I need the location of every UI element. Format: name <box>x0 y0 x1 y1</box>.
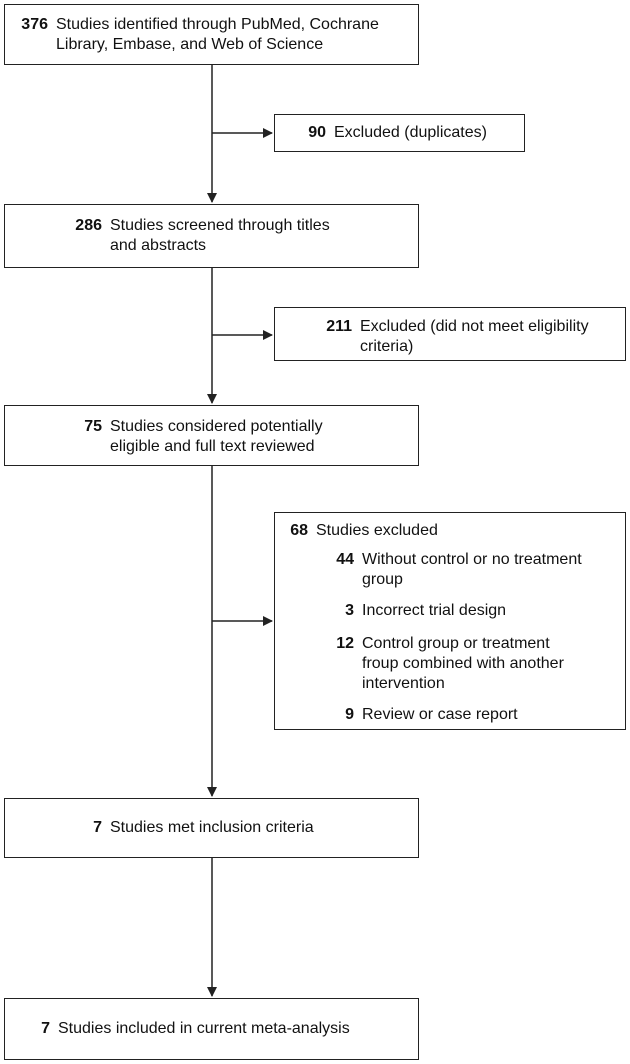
not-eligible-entry: 211 Excluded (did not meet eligibility c… <box>280 317 589 357</box>
reason-text-line1: Without control or no treatment <box>362 551 582 568</box>
excluded-reason: 44 Without control or no treatment group <box>280 550 582 590</box>
reason-text-line1: Review or case report <box>362 706 518 723</box>
full-text-text-line1: Studies considered potentially <box>110 418 323 435</box>
included-count: 7 <box>41 1020 50 1037</box>
reason-text-line3: intervention <box>362 675 445 692</box>
screened-entry: 286 Studies screened through titles and … <box>12 216 330 256</box>
full-text-entry: 75 Studies considered potentially eligib… <box>12 417 323 457</box>
reason-count: 12 <box>336 635 354 652</box>
excluded-count: 68 <box>290 522 308 539</box>
identified-count: 376 <box>21 16 48 33</box>
duplicates-box <box>274 114 525 152</box>
duplicates-entry: 90 Excluded (duplicates) <box>280 123 487 143</box>
not-eligible-text-line2: criteria) <box>360 338 414 355</box>
reason-text-line2: group <box>362 571 403 588</box>
met-criteria-text: Studies met inclusion criteria <box>110 819 314 836</box>
reason-count: 44 <box>336 551 354 568</box>
excluded-reason: 3 Incorrect trial design <box>280 601 506 621</box>
screened-text-line1: Studies screened through titles <box>110 217 330 234</box>
screened-box <box>4 204 419 268</box>
reason-text-line2: froup combined with another <box>362 655 564 672</box>
full-text-text-line2: eligible and full text reviewed <box>110 438 315 455</box>
duplicates-count: 90 <box>308 124 326 141</box>
full-text-count: 75 <box>84 418 102 435</box>
excluded-text: Studies excluded <box>316 522 438 539</box>
reason-count: 3 <box>345 602 354 619</box>
excluded-reason: 9 Review or case report <box>280 705 518 725</box>
excluded-header: 68 Studies excluded <box>280 521 438 541</box>
reason-count: 9 <box>345 706 354 723</box>
screened-count: 286 <box>75 217 102 234</box>
included-text: Studies included in current meta-analysi… <box>58 1020 350 1037</box>
reason-text-line1: Incorrect trial design <box>362 602 507 619</box>
reason-text-line1: Control group or treatment <box>362 635 550 652</box>
identified-text-line1: Studies identified through PubMed, Cochr… <box>56 16 379 33</box>
identified-entry: 376 Studies identified through PubMed, C… <box>12 15 379 55</box>
met-criteria-box <box>4 798 419 858</box>
identified-text-line2: Library, Embase, and Web of Science <box>56 36 324 53</box>
not-eligible-count: 211 <box>326 318 352 335</box>
met-criteria-entry: 7 Studies met inclusion criteria <box>12 818 314 838</box>
met-criteria-count: 7 <box>93 819 102 836</box>
not-eligible-box <box>274 307 626 361</box>
screened-text-line2: and abstracts <box>110 237 207 254</box>
excluded-box <box>274 512 626 730</box>
duplicates-text: Excluded (duplicates) <box>334 124 487 141</box>
excluded-reason: 12 Control group or treatment froup comb… <box>280 634 564 694</box>
included-box <box>4 998 419 1060</box>
identified-box <box>4 4 419 65</box>
included-entry: 7 Studies included in current meta-analy… <box>12 1019 350 1039</box>
not-eligible-text-line1: Excluded (did not meet eligibility <box>360 318 589 335</box>
full-text-box <box>4 405 419 466</box>
